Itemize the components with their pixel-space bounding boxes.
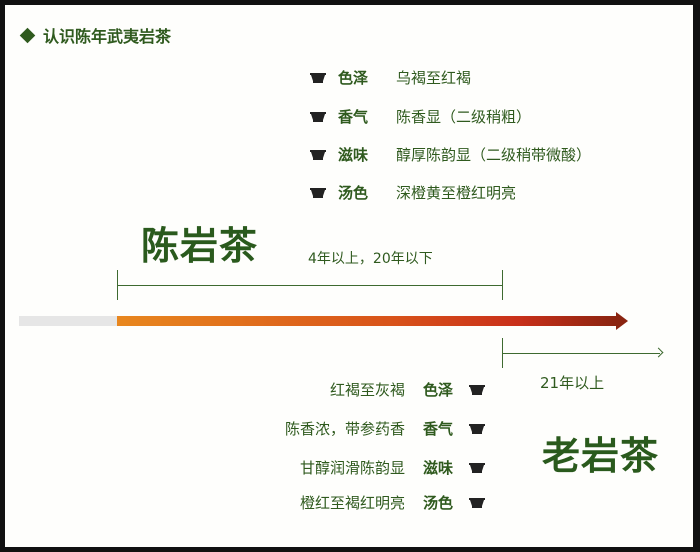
attr-value: 陈香显（二级稍粗） [396,108,532,126]
attr-key: 香气 [423,420,454,438]
attr-value: 甘醇润滑陈韵显 [299,459,405,477]
diamond-icon [19,27,36,43]
attr-key: 香气 [338,108,369,126]
attr-key: 滋味 [423,459,454,477]
chen-attr-row: 滋味 醇厚陈韵显（二级稍带微酸） [310,144,591,165]
lao-attr-row: 陈香浓，带参药香 香气 [285,418,485,439]
tea-cup-icon [310,187,326,198]
attr-value: 红褐至灰褐 [329,381,405,399]
chen-attr-row: 汤色 深橙黄至橙红明亮 [310,182,516,203]
infographic-frame: 认识陈年武夷岩茶 色泽 乌褐至红褐 香气 陈香显（二级稍粗） 滋味 醇厚陈韵显（… [5,5,693,547]
tea-cup-icon [310,111,326,122]
lao-attr-row: 橙红至褐红明亮 汤色 [300,492,485,513]
chen-attr-row: 色泽 乌褐至红褐 [310,67,471,88]
chen-range-bracket [117,285,503,286]
attr-key: 汤色 [423,494,454,512]
bracket-right-tick [502,270,503,300]
timeline-gradient-bar [117,316,617,326]
tea-cup-icon [469,497,485,508]
attr-value: 乌褐至红褐 [396,69,472,87]
lao-range-arrow [502,353,660,354]
attr-key: 滋味 [338,146,369,164]
page-title: 认识陈年武夷岩茶 [19,23,172,47]
lao-attr-row: 甘醇润滑陈韵显 滋味 [300,457,485,478]
title-text: 认识陈年武夷岩茶 [43,27,172,46]
attr-value: 橙红至褐红明亮 [299,494,405,512]
lao-tea-heading: 老岩茶 [542,434,660,478]
chen-tea-heading: 陈岩茶 [141,224,259,268]
attr-key: 汤色 [338,184,369,202]
tea-cup-icon [469,462,485,473]
arrow-head-icon [653,347,664,358]
lao-range-label: 21年以上 [540,374,605,392]
timeline-gray-segment [19,316,117,326]
chen-range-label: 4年以上，20年以下 [308,251,433,267]
tea-cup-icon [469,384,485,395]
lao-attr-row: 红褐至灰褐 色泽 [330,379,485,400]
attr-value: 深橙黄至橙红明亮 [396,184,517,202]
attr-value: 陈香浓，带参药香 [284,420,405,438]
attr-key: 色泽 [423,381,454,399]
timeline-arrow-head [616,312,628,330]
attr-key: 色泽 [338,69,369,87]
tea-cup-icon [310,72,326,83]
attr-value: 醇厚陈韵显（二级稍带微酸） [396,146,592,164]
chen-attr-row: 香气 陈香显（二级稍粗） [310,106,531,127]
tea-cup-icon [469,423,485,434]
tea-cup-icon [310,149,326,160]
